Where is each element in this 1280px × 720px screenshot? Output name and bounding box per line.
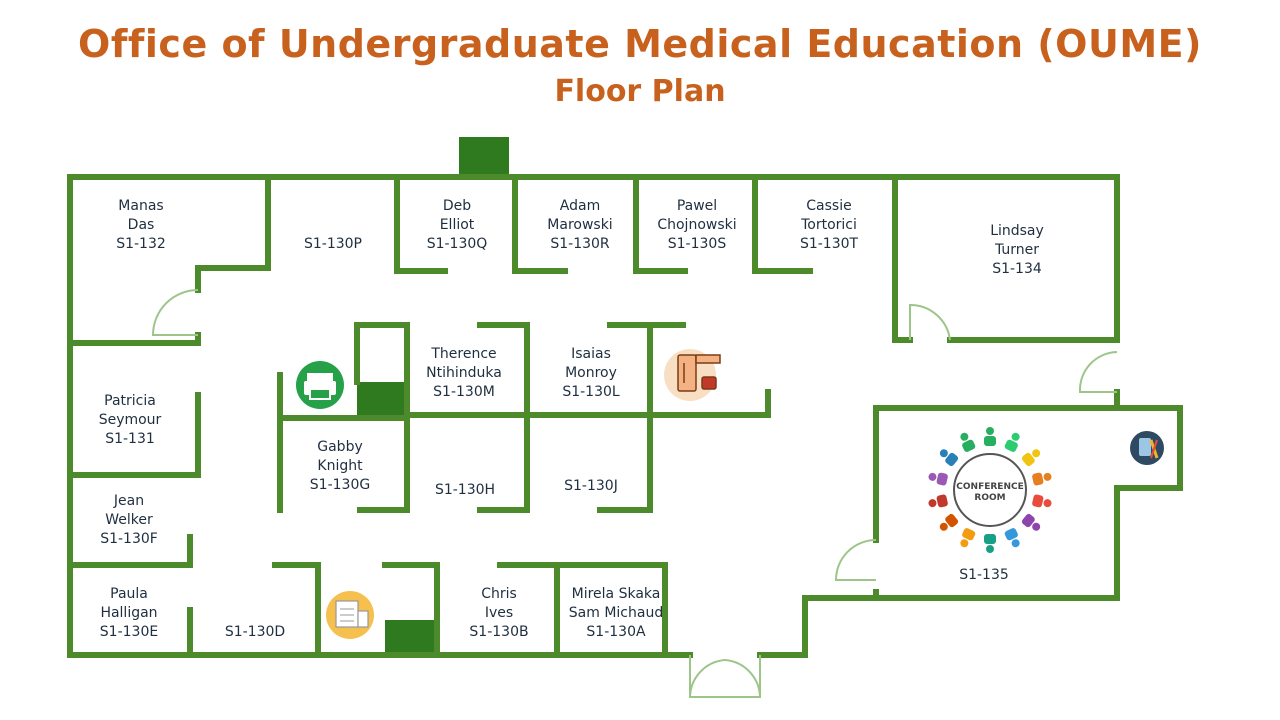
occupant-name: Tortorici <box>800 217 857 233</box>
occupant-name: Patricia <box>104 393 156 409</box>
occupant-name: Sam Michaud <box>569 605 663 621</box>
occupant-name: Chojnowski <box>657 217 736 233</box>
occupant-name: Das <box>128 217 155 233</box>
occupant-name: Knight <box>317 458 363 474</box>
person-icon <box>939 449 959 467</box>
occupant-name: Jean <box>113 493 144 509</box>
occupant-name: Seymour <box>99 412 162 428</box>
room-number: S1-130R <box>550 236 610 252</box>
occupant-name: Deb <box>443 198 471 214</box>
room-number: S1-132 <box>116 236 166 252</box>
copier-icon <box>326 591 374 639</box>
room-number: S1-134 <box>992 261 1042 277</box>
occupant-name: Ntihinduka <box>426 365 502 381</box>
room-number: S1-130J <box>564 478 618 494</box>
wall-block <box>357 382 405 418</box>
room-number: S1-130Q <box>427 236 488 252</box>
person-icon <box>1032 494 1052 508</box>
room-number: S1-130M <box>433 384 495 400</box>
conference-label: ROOM <box>974 493 1005 503</box>
room-number: S1-130G <box>310 477 370 493</box>
occupant-name: Turner <box>994 242 1039 258</box>
occupant-name: Adam <box>560 198 600 214</box>
occupant-name: Ives <box>485 605 513 621</box>
person-icon <box>960 528 976 548</box>
conference-label: CONFERENCE <box>956 482 1023 492</box>
room-number: S1-130T <box>800 236 859 252</box>
room-number: S1-130A <box>586 624 646 640</box>
room-number: S1-130E <box>100 624 158 640</box>
person-icon <box>1021 449 1041 467</box>
person-icon <box>939 513 959 531</box>
page-subtitle: Floor Plan <box>554 74 726 109</box>
room-number: S1-130P <box>304 236 362 252</box>
room-number: S1-131 <box>105 431 155 447</box>
person-icon <box>960 432 976 452</box>
room-number: S1-130B <box>469 624 528 640</box>
room-number: S1-135 <box>959 567 1009 583</box>
occupant-name: Isaias <box>571 346 611 362</box>
occupant-name: Gabby <box>317 439 363 455</box>
person-icon <box>1021 513 1041 531</box>
occupant-name: Manas <box>118 198 163 214</box>
room-number: S1-130S <box>668 236 727 252</box>
wall-block <box>385 620 437 654</box>
printer-icon <box>296 361 344 409</box>
person-icon <box>1004 528 1020 548</box>
room-number: S1-130D <box>225 624 285 640</box>
chimney-block <box>459 137 509 177</box>
occupant-name: Chris <box>481 586 517 602</box>
occupant-name: Halligan <box>100 605 157 621</box>
tools-icon <box>1130 431 1164 465</box>
occupant-name: Mirela Skaka <box>572 586 661 602</box>
room-number: S1-130H <box>435 482 495 498</box>
person-icon <box>984 534 996 553</box>
person-icon <box>1032 472 1052 486</box>
occupant-name: Monroy <box>565 365 617 381</box>
occupant-name: Therence <box>430 346 496 362</box>
person-icon <box>928 472 948 486</box>
walls <box>67 174 1183 658</box>
person-icon <box>984 427 996 446</box>
occupant-name: Cassie <box>806 198 851 214</box>
occupant-name: Welker <box>105 512 153 528</box>
occupant-name: Marowski <box>547 217 612 233</box>
person-icon <box>1004 432 1020 452</box>
occupant-name: Paula <box>110 586 148 602</box>
page-title: Office of Undergraduate Medical Educatio… <box>78 22 1202 66</box>
occupant-name: Pawel <box>677 198 717 214</box>
occupant-name: Lindsay <box>990 223 1044 239</box>
occupant-name: Elliot <box>440 217 475 233</box>
room-number: S1-130F <box>100 531 158 547</box>
conference-room-icon: CONFERENCE ROOM <box>928 427 1052 553</box>
door-swings <box>151 289 1118 698</box>
coffee-machine-icon <box>664 349 721 401</box>
room-number: S1-130L <box>562 384 620 400</box>
person-icon <box>928 494 948 508</box>
